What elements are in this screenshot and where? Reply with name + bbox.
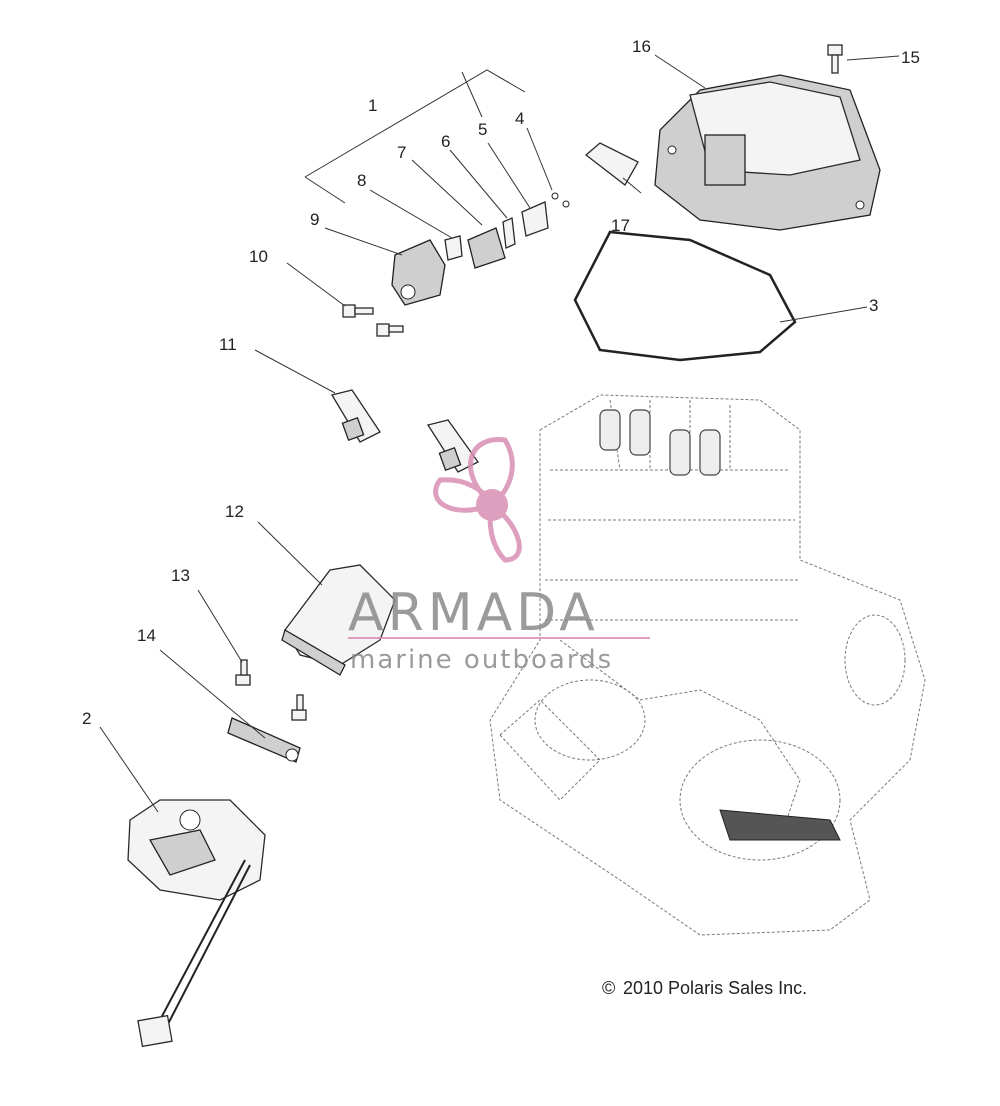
valve-cover-gasket-part (573, 230, 797, 362)
copyright-symbol: © (602, 978, 615, 998)
engine-block-illustration (489, 394, 926, 936)
callout-3: 3 (869, 296, 878, 315)
callout-7: 7 (397, 143, 406, 162)
callout-1: 1 (368, 96, 377, 115)
bolt-part (827, 44, 843, 74)
callout-9: 9 (310, 210, 319, 229)
clamp-part (227, 717, 301, 763)
bolts-part (342, 304, 404, 337)
thermostat-group (391, 192, 570, 306)
callout-labels: 1 2 3 4 5 6 7 8 9 10 11 12 13 14 15 16 1… (82, 37, 920, 728)
copyright-text: 2010 Polaris Sales Inc. (623, 978, 807, 998)
throttle-body-part (127, 799, 266, 1048)
callout-15: 15 (901, 48, 920, 67)
valve-cover-part (654, 74, 881, 231)
armada-watermark: ARMADA marine outboards (348, 437, 650, 675)
callout-14: 14 (137, 626, 156, 645)
callout-10: 10 (249, 247, 268, 266)
propeller-logo-icon (433, 437, 522, 563)
callout-13: 13 (171, 566, 190, 585)
callout-6: 6 (441, 132, 450, 151)
intake-bolts-part (235, 659, 307, 721)
gasket-part (584, 142, 639, 186)
watermark-tagline: marine outboards (350, 645, 613, 675)
callout-11: 11 (219, 335, 237, 354)
leader-lines (99, 54, 900, 813)
callout-17: 17 (611, 216, 630, 235)
callout-16: 16 (632, 37, 651, 56)
spark-plugs-part (330, 389, 479, 473)
intake-boot-part (281, 564, 396, 676)
callout-12: 12 (225, 502, 244, 521)
callout-4: 4 (515, 109, 524, 128)
callout-2: 2 (82, 709, 91, 728)
watermark-brand: ARMADA (348, 583, 599, 643)
copyright-notice: © 2010 Polaris Sales Inc. (602, 978, 807, 998)
callout-5: 5 (478, 120, 487, 139)
callout-8: 8 (357, 171, 366, 190)
